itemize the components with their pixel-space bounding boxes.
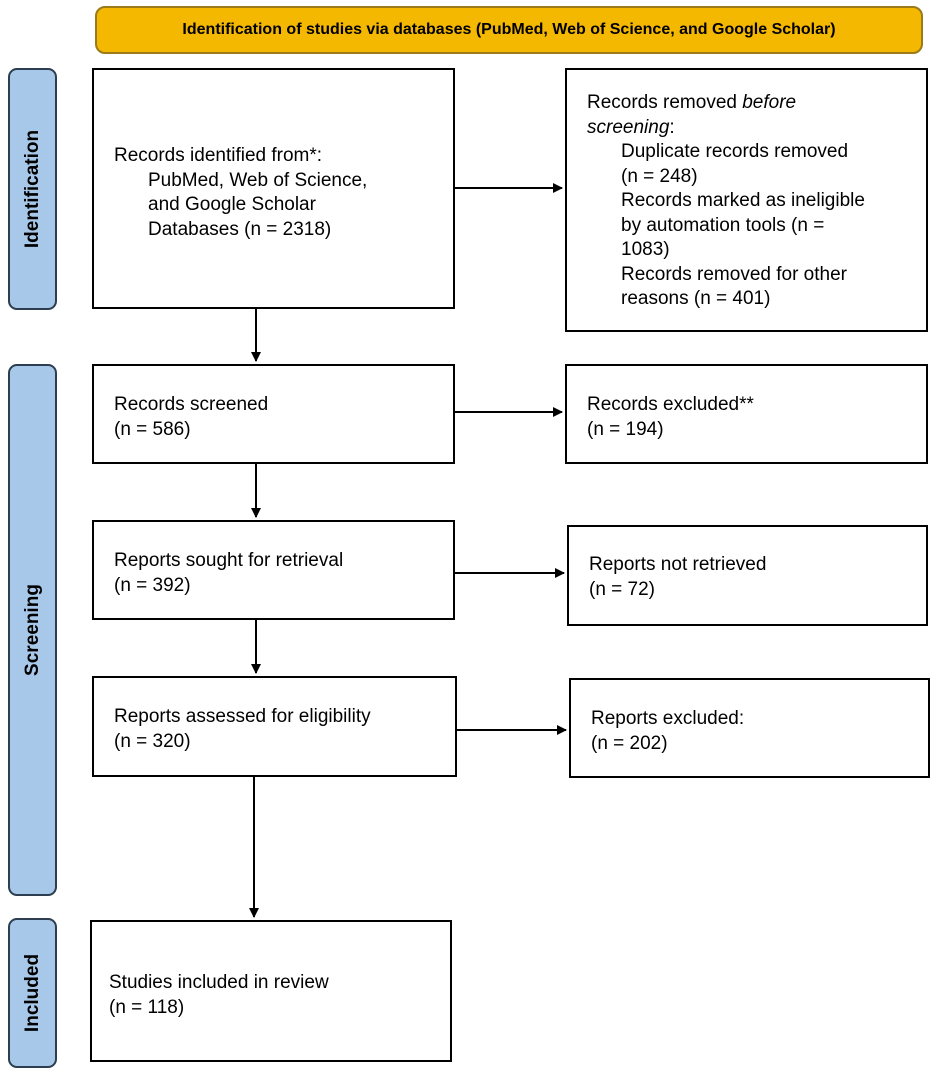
phase-identification: Identification	[8, 68, 57, 310]
removed-title-a: Records removed	[587, 92, 743, 113]
removed-before-screening-box: Records removed before screening: Duplic…	[565, 68, 928, 332]
records-screened-line2: (n = 586)	[114, 418, 191, 440]
studies-included-box: Studies included in review (n = 118)	[90, 920, 452, 1062]
phase-screening: Screening	[8, 364, 57, 896]
removed-item: by automation tools (n =	[621, 214, 825, 236]
studies-included-line1: Studies included in review	[109, 972, 329, 993]
reports-assessed-box: Reports assessed for eligibility (n = 32…	[92, 676, 457, 777]
reports-assessed-line1: Reports assessed for eligibility	[114, 706, 371, 727]
records-screened-line1: Records screened	[114, 394, 269, 415]
reports-sought-line1: Reports sought for retrieval	[114, 550, 344, 571]
removed-title-line2: screening:	[587, 116, 926, 141]
records-identified-line4: Databases (n = 2318)	[148, 218, 332, 240]
reports-excluded-box: Reports excluded: (n = 202)	[569, 678, 930, 778]
records-screened-box: Records screened (n = 586)	[92, 364, 455, 464]
removed-title-b: before	[742, 92, 797, 113]
records-excluded-line2: (n = 194)	[587, 418, 664, 440]
reports-sought-line2: (n = 392)	[114, 574, 191, 596]
removed-title-d: :	[669, 116, 675, 138]
reports-excluded-line1: Reports excluded:	[591, 708, 745, 729]
records-excluded-box: Records excluded** (n = 194)	[565, 364, 928, 464]
records-identified-line2: PubMed, Web of Science,	[148, 169, 368, 191]
records-identified-line3: and Google Scholar	[148, 194, 316, 215]
removed-title-line1: Records removed before	[587, 91, 926, 116]
records-excluded-line1: Records excluded**	[587, 394, 754, 415]
phase-included: Included	[8, 918, 57, 1068]
records-identified-line1: Records identified from*:	[114, 145, 323, 166]
removed-item: reasons (n = 401)	[621, 288, 771, 309]
reports-assessed-line2: (n = 320)	[114, 730, 191, 752]
reports-sought-box: Reports sought for retrieval (n = 392)	[92, 520, 455, 620]
header-title: Identification of studies via databases …	[182, 21, 836, 38]
reports-not-retrieved-line2: (n = 72)	[589, 578, 656, 600]
reports-not-retrieved-line1: Reports not retrieved	[589, 554, 767, 575]
removed-item: 1083)	[621, 239, 670, 260]
records-identified-box: Records identified from*: PubMed, Web of…	[92, 68, 455, 309]
removed-item: (n = 248)	[621, 165, 698, 187]
reports-excluded-line2: (n = 202)	[591, 732, 668, 754]
reports-not-retrieved-box: Reports not retrieved (n = 72)	[567, 525, 928, 626]
removed-item: Records marked as ineligible	[621, 190, 865, 211]
header-banner: Identification of studies via databases …	[95, 6, 923, 54]
removed-item: Duplicate records removed	[621, 141, 849, 162]
studies-included-line2: (n = 118)	[109, 996, 185, 1018]
removed-title-c: screening	[587, 116, 670, 138]
removed-item: Records removed for other	[621, 263, 847, 285]
